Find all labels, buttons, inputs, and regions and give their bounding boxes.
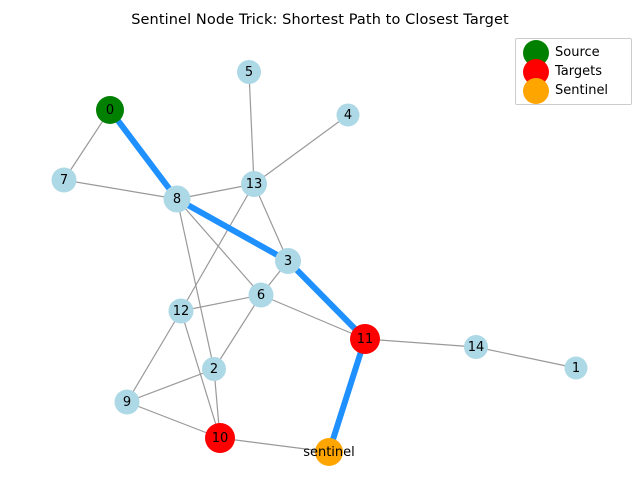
legend-label-source: Source <box>555 45 600 60</box>
graph-edge <box>63 179 178 200</box>
graph-edge <box>475 346 577 369</box>
node-label-9: 9 <box>123 395 131 410</box>
legend-label-sentinel: Sentinel <box>555 83 609 98</box>
node-label-11: 11 <box>357 332 374 347</box>
graph-node-9[interactable] <box>114 389 140 415</box>
graph-node-0[interactable] <box>96 96 124 124</box>
edges-layer <box>63 71 577 453</box>
graph-node-sentinel[interactable] <box>315 438 343 466</box>
path-edge <box>174 196 291 264</box>
legend-label-targets: Targets <box>555 64 602 79</box>
graph-node-13[interactable] <box>241 171 267 197</box>
node-label-0: 0 <box>106 103 114 118</box>
node-label-7: 7 <box>60 173 68 188</box>
node-label-5: 5 <box>245 65 253 80</box>
graph-node-7[interactable] <box>51 167 77 193</box>
graph-edge <box>219 437 330 453</box>
node-label-3: 3 <box>284 254 292 269</box>
legend-box: Source Targets Sentinel <box>515 38 632 105</box>
sentinel-marker-icon <box>523 77 549 104</box>
graph-node-11[interactable] <box>350 324 380 354</box>
path-edge <box>107 107 180 202</box>
graph-node-4[interactable] <box>336 103 360 127</box>
graph-node-12[interactable] <box>168 298 194 324</box>
graph-node-6[interactable] <box>248 282 274 308</box>
graph-node-5[interactable] <box>237 60 261 84</box>
graph-edge <box>253 114 349 185</box>
node-label-sentinel: sentinel <box>303 445 355 460</box>
node-label-14: 14 <box>468 340 485 355</box>
node-label-1: 1 <box>572 361 580 376</box>
graph-node-3[interactable] <box>275 248 301 274</box>
nodes-layer <box>51 60 588 466</box>
node-label-12: 12 <box>173 304 190 319</box>
node-label-4: 4 <box>344 108 352 123</box>
graph-node-10[interactable] <box>205 423 235 453</box>
graph-edge <box>253 183 289 262</box>
graph-edge <box>260 294 366 340</box>
graph-edge <box>176 198 215 370</box>
node-label-6: 6 <box>257 288 265 303</box>
graph-edge <box>126 368 215 403</box>
graph-edge <box>126 401 221 439</box>
page-title: Sentinel Node Trick: Shortest Path to Cl… <box>131 12 509 28</box>
graph-edge <box>248 71 255 185</box>
highlighted-path-layer <box>107 107 368 455</box>
graph-edge <box>364 338 477 348</box>
graph-edge <box>126 310 182 403</box>
node-label-10: 10 <box>212 431 229 446</box>
node-label-8: 8 <box>173 192 181 207</box>
legend-item-sentinel: Sentinel <box>521 77 625 104</box>
graph-node-2[interactable] <box>202 357 226 381</box>
node-label-2: 2 <box>210 362 218 377</box>
path-edge <box>285 258 368 342</box>
graph-edge <box>180 183 255 312</box>
node-label-13: 13 <box>246 177 263 192</box>
graph-node-14[interactable] <box>464 335 488 359</box>
graph-edge <box>176 198 262 296</box>
graph-node-8[interactable] <box>163 185 191 213</box>
graph-edge <box>213 294 262 370</box>
path-edge <box>326 336 368 455</box>
graph-edge <box>180 294 262 312</box>
graph-node-1[interactable] <box>564 356 588 380</box>
